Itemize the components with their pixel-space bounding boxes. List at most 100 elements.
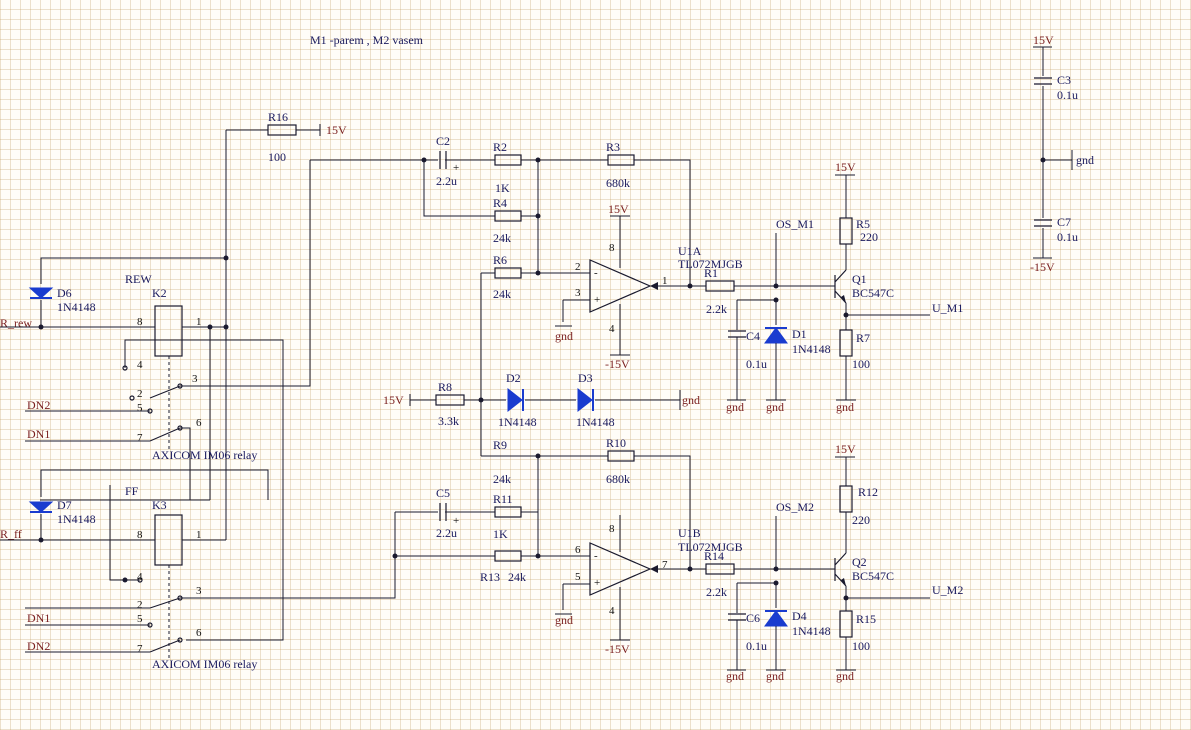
d3-ref: D3 <box>578 371 593 385</box>
r10-val: 680k <box>606 472 630 486</box>
r11-val: 1K <box>493 527 508 541</box>
k3-ref: K3 <box>152 498 167 512</box>
c4-ref: C4 <box>746 329 760 343</box>
r5-val: 220 <box>860 230 878 244</box>
net-os-m1: OS_M1 <box>776 217 814 231</box>
svg-text:3: 3 <box>196 585 202 597</box>
c5-ref: C5 <box>436 486 450 500</box>
svg-text:2: 2 <box>575 261 581 273</box>
c3-ref: C3 <box>1057 73 1071 87</box>
svg-text:1: 1 <box>196 529 202 541</box>
d1-ref: D1 <box>792 327 807 341</box>
net-gnd-c6: gnd <box>726 669 744 683</box>
r5-ref: R5 <box>856 217 870 231</box>
d6-val: 1N4148 <box>57 300 96 314</box>
d2-ref: D2 <box>506 371 521 385</box>
svg-text:-: - <box>594 550 598 562</box>
r8-ref: R8 <box>438 380 452 394</box>
svg-text:3: 3 <box>575 287 581 299</box>
d2-val: 1N4148 <box>498 415 537 429</box>
r6-val: 24k <box>493 287 511 301</box>
decoupling-section: 15V gnd C3 0.1u C7 0.1u -15V <box>1030 33 1094 274</box>
net-15v-r5: 15V <box>835 160 856 174</box>
u1b-ref: U1B <box>678 526 701 540</box>
net-neg15v-right: -15V <box>1030 260 1055 274</box>
svg-text:4: 4 <box>609 323 615 335</box>
k2-name: REW <box>125 272 152 286</box>
net-dn2-b: DN2 <box>27 639 50 653</box>
d4-ref: D4 <box>792 609 807 623</box>
u1a-ref: U1A <box>678 244 702 258</box>
channel-m1: + C2 2.2u R2 1K R3 680k R4 24k R6 24k 2 … <box>310 134 963 414</box>
net-r-ff: R_ff <box>0 527 22 541</box>
r16-ref: R16 <box>268 110 288 124</box>
svg-text:3: 3 <box>192 373 198 385</box>
net-gnd-u1b: gnd <box>555 613 573 627</box>
c6-val: 0.1u <box>746 639 767 653</box>
svg-text:5: 5 <box>137 402 143 414</box>
d7-val: 1N4148 <box>57 512 96 526</box>
c2-val: 2.2u <box>436 174 457 188</box>
d6-ref: D6 <box>57 286 72 300</box>
svg-text:2: 2 <box>137 388 143 400</box>
net-gnd-r15: gnd <box>836 669 854 683</box>
svg-text:5: 5 <box>137 613 143 625</box>
net-dn2-a: DN2 <box>27 398 50 412</box>
u1a-val: TL072MJGB <box>678 257 743 271</box>
net-u-m1: U_M1 <box>932 301 963 315</box>
k2-val: AXICOM IM06 relay <box>152 448 257 462</box>
net-15v-u1a: 15V <box>608 202 629 216</box>
r9-ref: R9 <box>493 438 507 452</box>
net-15v-r16: 15V <box>326 123 347 137</box>
r2-val: 1K <box>495 181 510 195</box>
net-gnd-right: gnd <box>1076 153 1094 167</box>
r14-ref: R14 <box>704 549 724 563</box>
q1-ref: Q1 <box>852 272 867 286</box>
q1-val: BC547C <box>852 286 894 300</box>
svg-text:8: 8 <box>609 523 615 535</box>
r12-ref: R12 <box>858 485 878 499</box>
svg-text:8: 8 <box>609 242 615 254</box>
c3-val: 0.1u <box>1057 88 1078 102</box>
net-gnd-c4: gnd <box>726 400 744 414</box>
k3-name: FF <box>125 484 139 498</box>
net-os-m2: OS_M2 <box>776 500 814 514</box>
net-gnd-d4: gnd <box>766 669 784 683</box>
relay-k2: R_rew D6 1N4148 REW K2 8 1 4 2 5 3 DN2 6… <box>0 160 311 641</box>
svg-text:+: + <box>594 294 600 306</box>
svg-text:2: 2 <box>137 599 143 611</box>
r7-val: 100 <box>852 357 870 371</box>
d3-val: 1N4148 <box>576 415 615 429</box>
r8-val: 3.3k <box>438 414 459 428</box>
d7-ref: D7 <box>57 498 72 512</box>
svg-text:7: 7 <box>137 432 143 444</box>
channel-m2: R9 24k R10 680k + C5 2.2u R11 1K R13 24k… <box>392 436 963 683</box>
c2-ref: C2 <box>436 134 450 148</box>
svg-text:6: 6 <box>196 627 202 639</box>
d1-val: 1N4148 <box>792 342 831 356</box>
q2-val: BC547C <box>852 569 894 583</box>
net-gnd-d1: gnd <box>766 400 784 414</box>
c7-ref: C7 <box>1057 215 1071 229</box>
r2-ref: R2 <box>493 140 507 154</box>
svg-text:6: 6 <box>575 544 581 556</box>
c4-val: 0.1u <box>746 357 767 371</box>
k2-ref: K2 <box>152 286 167 300</box>
r9-val: 24k <box>493 472 511 486</box>
q2-ref: Q2 <box>852 555 867 569</box>
r3-val: 680k <box>606 176 630 190</box>
net-r-rew: R_rew <box>0 316 32 330</box>
bias-network: 15V R8 3.3k D2 1N4148 D3 1N4148 gnd <box>383 273 700 456</box>
svg-text:4: 4 <box>609 605 615 617</box>
svg-text:7: 7 <box>137 643 143 655</box>
r12-val: 220 <box>852 513 870 527</box>
r14-val: 2.2k <box>706 585 727 599</box>
net-neg15v-u1a: -15V <box>605 357 630 371</box>
r7-ref: R7 <box>856 331 870 345</box>
r16-val: 100 <box>268 150 286 164</box>
svg-text:+: + <box>453 515 459 527</box>
d4-val: 1N4148 <box>792 624 831 638</box>
net-gnd-r7: gnd <box>836 400 854 414</box>
